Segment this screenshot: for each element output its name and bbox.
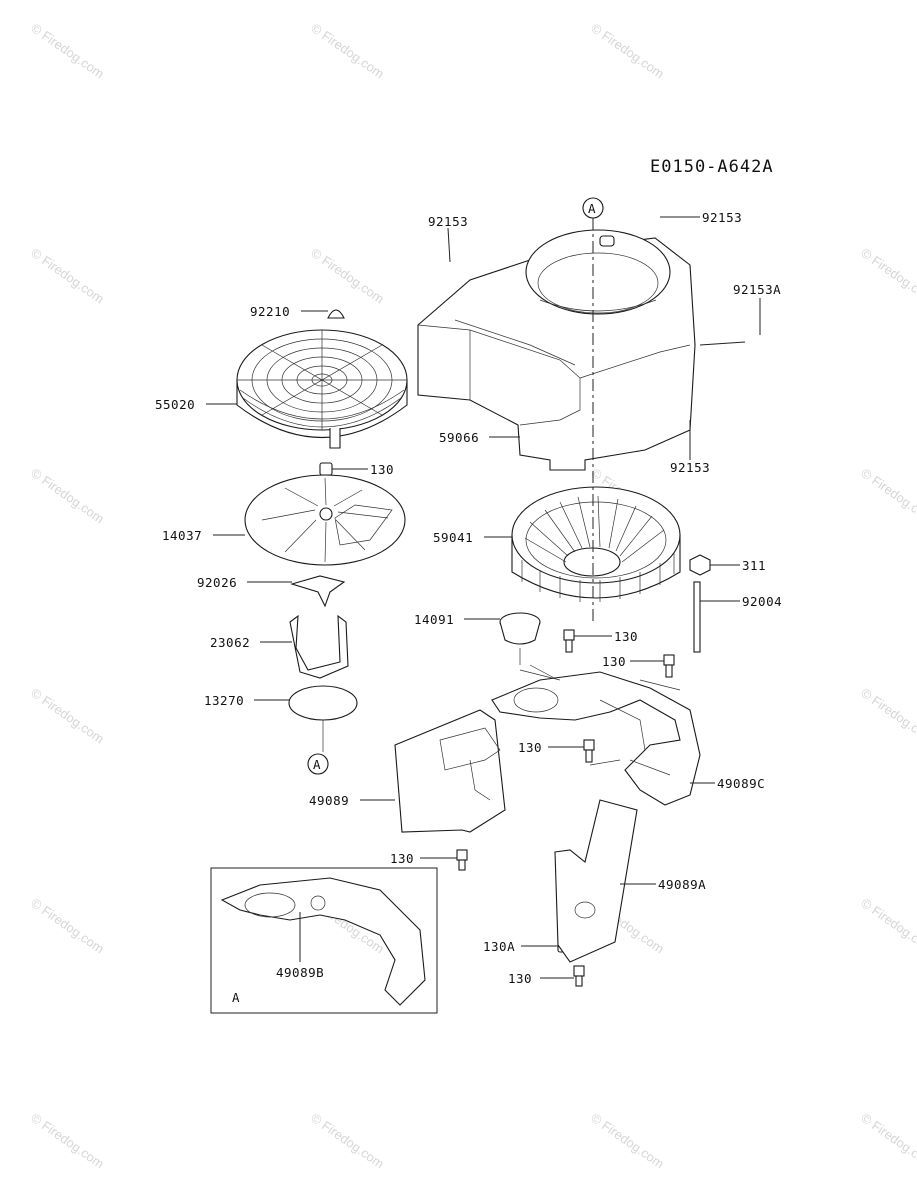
diagram-code: E0150-A642A xyxy=(650,157,774,177)
label-311: 311 xyxy=(742,558,766,573)
label-49089A: 49089A xyxy=(658,877,706,892)
label-130-b: 130 xyxy=(602,654,626,669)
watermark-16: © Firedog.com xyxy=(28,1110,107,1171)
label-92026: 92026 xyxy=(197,575,237,590)
plate-14037 xyxy=(244,474,406,566)
bolt-130-c xyxy=(583,739,595,763)
fan-59041 xyxy=(511,486,681,602)
bolt-130-d xyxy=(456,849,468,871)
watermark-6: © Firedog.com xyxy=(858,245,917,306)
plate-13270 xyxy=(288,685,358,721)
ref-marker-top: A xyxy=(588,201,596,216)
baffle-49089 xyxy=(394,709,506,833)
label-14037: 14037 xyxy=(162,528,202,543)
inset-label: A xyxy=(232,990,240,1005)
label-130-d: 130 xyxy=(390,851,414,866)
label-92210: 92210 xyxy=(250,304,290,319)
label-59041: 59041 xyxy=(433,530,473,545)
label-130-a: 130 xyxy=(614,629,638,644)
watermark-3: © Firedog.com xyxy=(588,20,667,81)
watermark-19: © Firedog.com xyxy=(858,1110,917,1171)
label-23062: 23062 xyxy=(210,635,250,650)
cap-14091 xyxy=(499,612,559,681)
watermark-layer: © Firedog.com © Firedog.com © Firedog.co… xyxy=(28,20,917,1171)
label-59066: 59066 xyxy=(439,430,479,445)
bolt-130-a xyxy=(563,629,575,653)
label-14091: 14091 xyxy=(414,612,454,627)
label-92153-right: 92153 xyxy=(670,460,710,475)
watermark-17: © Firedog.com xyxy=(308,1110,387,1171)
label-130-e: 130 xyxy=(508,971,532,986)
rod-92004 xyxy=(693,581,701,653)
watermark-1: © Firedog.com xyxy=(28,20,107,81)
ref-circle-top xyxy=(582,197,604,219)
inset-frame xyxy=(210,867,438,1014)
ref-circle-bottom xyxy=(307,753,329,775)
label-49089: 49089 xyxy=(309,793,349,808)
part-labels: 92153 92153 92153A 92153 92210 55020 590… xyxy=(155,210,782,986)
label-130-c: 130 xyxy=(518,740,542,755)
bolt-130-e xyxy=(573,965,585,987)
label-55020: 55020 xyxy=(155,397,195,412)
blower-housing-59066 xyxy=(417,229,696,471)
watermark-5: © Firedog.com xyxy=(308,245,387,306)
cap-92210 xyxy=(327,309,345,319)
watermark-18: © Firedog.com xyxy=(588,1110,667,1171)
baffle-49089A xyxy=(554,799,638,963)
bracket-92026 xyxy=(290,575,346,608)
label-49089B: 49089B xyxy=(276,965,324,980)
watermark-7: © Firedog.com xyxy=(28,465,107,526)
screen-55020 xyxy=(236,329,408,449)
bolt-130-b xyxy=(663,654,675,678)
inset-baffle-49089B xyxy=(220,877,426,1006)
watermark-2: © Firedog.com xyxy=(308,20,387,81)
label-49089C: 49089C xyxy=(717,776,765,791)
label-92153-top-right: 92153 xyxy=(702,210,742,225)
label-13270: 13270 xyxy=(204,693,244,708)
ref-marker-bottom: A xyxy=(313,757,321,772)
label-130-screen: 130 xyxy=(370,462,394,477)
label-130A: 130A xyxy=(483,939,515,954)
bracket-23062 xyxy=(289,614,349,679)
label-92153-top-left: 92153 xyxy=(428,214,468,229)
baffle-49089C xyxy=(491,671,701,806)
label-92004: 92004 xyxy=(742,594,782,609)
watermark-10: © Firedog.com xyxy=(28,685,107,746)
watermark-11: © Firedog.com xyxy=(858,685,917,746)
watermark-9: © Firedog.com xyxy=(858,465,917,526)
nut-311 xyxy=(689,554,711,576)
watermark-4: © Firedog.com xyxy=(28,245,107,306)
leader-lines xyxy=(206,216,761,979)
nut-130-screen xyxy=(319,462,333,476)
label-92153A: 92153A xyxy=(733,282,781,297)
watermark-15: © Firedog.com xyxy=(858,895,917,956)
watermark-12: © Firedog.com xyxy=(28,895,107,956)
